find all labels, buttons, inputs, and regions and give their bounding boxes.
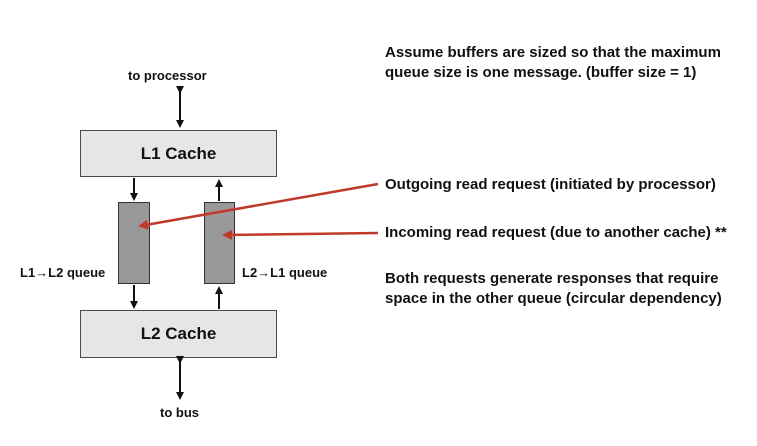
l1-to-l2-queue-label: L1→L2 queue [20, 265, 106, 280]
outgoing-request-note: Outgoing read request (initiated by proc… [385, 176, 716, 193]
l1-cache-label: L1 Cache [140, 143, 217, 163]
assume-note-line2: queue size is one message. (buffer size … [385, 64, 697, 81]
l1-to-l2-queue [118, 202, 150, 284]
assume-note-line1: Assume buffers are sized so that the max… [385, 44, 721, 61]
to-processor-label: to processor [128, 68, 207, 83]
l2-to-l1-queue [204, 202, 235, 284]
l2-to-l1-queue-label: L2→L1 queue [242, 265, 328, 280]
outgoing-request-pointer [138, 182, 379, 230]
l1-cache-box: L1 Cache [80, 130, 277, 177]
incoming-request-pointer [222, 229, 379, 240]
to-bus-label: to bus [160, 405, 199, 420]
l2-cache-box: L2 Cache [80, 310, 277, 358]
l2-cache-label: L2 Cache [140, 324, 217, 343]
incoming-request-note: Incoming read request (due to another ca… [385, 224, 727, 241]
both-requests-note-line2: space in the other queue (circular depen… [385, 290, 722, 307]
both-requests-note-line1: Both requests generate responses that re… [385, 270, 719, 287]
